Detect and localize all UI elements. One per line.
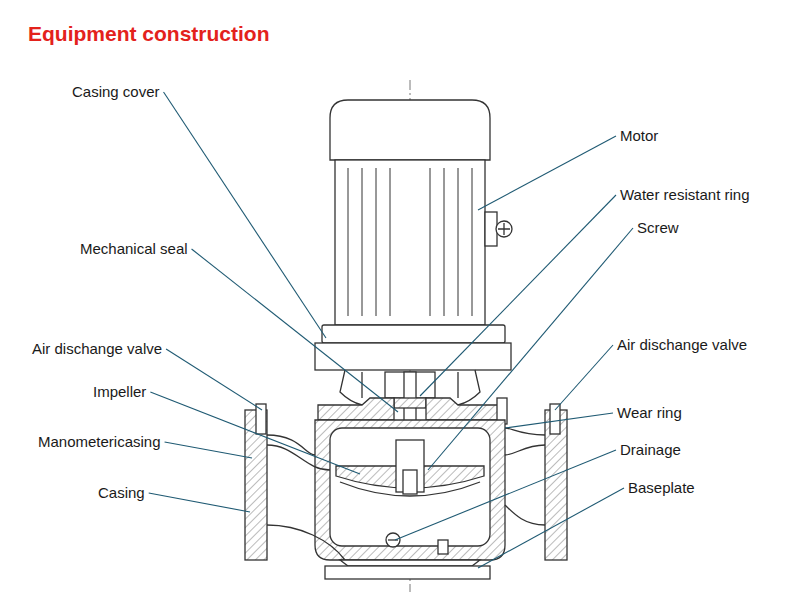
part-label: Baseplate xyxy=(628,479,695,497)
leader-line xyxy=(420,195,616,396)
leader-line xyxy=(505,413,613,428)
leader-line xyxy=(192,249,398,412)
leader-line xyxy=(478,488,624,568)
part-label: Air dischange valve xyxy=(32,340,162,358)
part-label: Mechanical seal xyxy=(80,240,188,258)
part-label: Air dischange valve xyxy=(617,336,747,354)
part-label: Casing xyxy=(98,484,145,502)
part-label: Impeller xyxy=(93,383,146,401)
leader-line xyxy=(165,442,252,458)
part-label: Wear ring xyxy=(617,404,682,422)
part-label: Water resistant ring xyxy=(620,186,750,204)
part-label: Screw xyxy=(637,219,679,237)
part-label: Drainage xyxy=(620,441,681,459)
leader-line xyxy=(150,392,360,474)
part-label: Motor xyxy=(620,127,658,145)
part-label: Casing cover xyxy=(72,83,160,101)
title: Equipment construction xyxy=(28,22,270,46)
leader-line xyxy=(164,92,326,338)
leader-line xyxy=(428,228,633,470)
leader-line xyxy=(149,493,250,512)
leader-line xyxy=(166,349,262,410)
leader-line xyxy=(395,450,616,540)
leader-line xyxy=(555,345,613,410)
leader-line xyxy=(478,136,616,210)
part-label: Manometericasing xyxy=(38,433,161,451)
